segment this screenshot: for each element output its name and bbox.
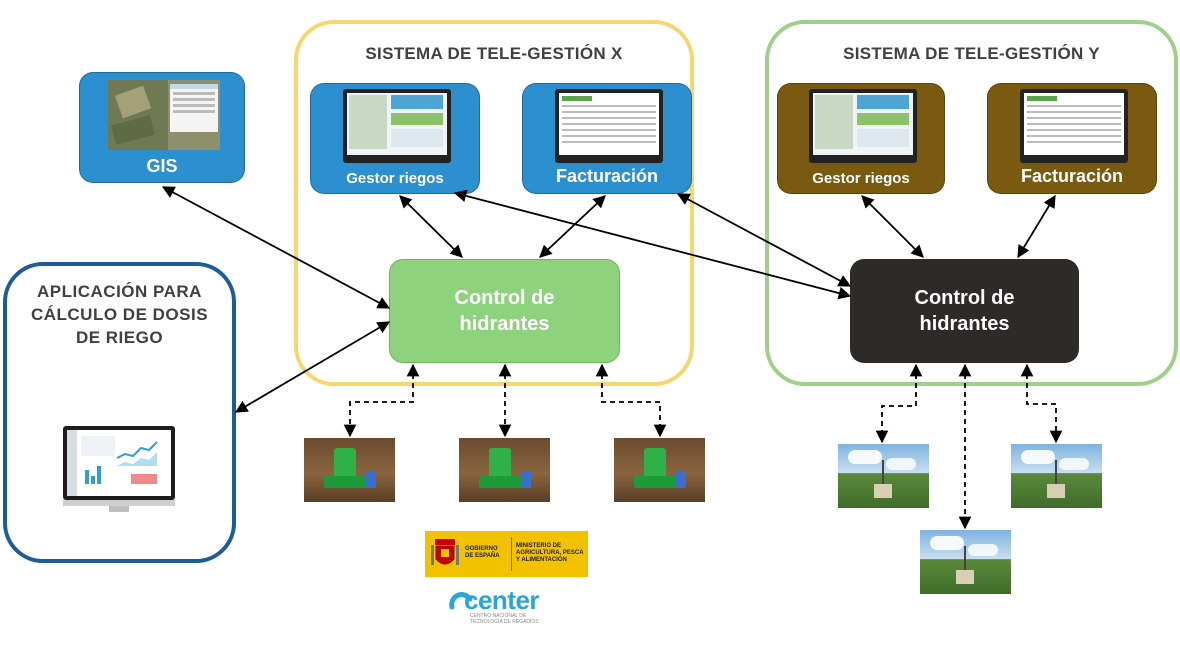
facturacion-x-monitor-icon xyxy=(555,89,663,163)
facturacion-y-monitor-icon xyxy=(1020,89,1128,163)
control-y-line-1: Control de xyxy=(914,287,1015,309)
app-title: APLICACIÓN PARA CÁLCULO DE DOSIS DE RIEG… xyxy=(7,280,232,349)
gestor-riegos-x-label: Gestor riegos xyxy=(346,170,444,187)
facturacion-x-tile: Facturación xyxy=(522,83,692,194)
gestor-riegos-y-label: Gestor riegos xyxy=(812,170,910,187)
gis-tile: GIS xyxy=(79,72,245,183)
app-title-line-1: APLICACIÓN PARA xyxy=(37,282,202,301)
gobierno-logo: GOBIERNO DE ESPAÑA MINISTERIO DE AGRICUL… xyxy=(425,531,588,577)
facturacion-y-label: Facturación xyxy=(1020,166,1124,186)
arrow-facturacion-y-control-y xyxy=(1017,194,1056,259)
arrow-gestor-x-control-y xyxy=(453,189,852,300)
hydrant-photo-x-2 xyxy=(459,438,550,502)
app-box: APLICACIÓN PARA CÁLCULO DE DOSIS DE RIEG… xyxy=(3,262,236,563)
field-station-photo-y-2 xyxy=(1011,444,1102,508)
hydrant-photo-x-3 xyxy=(614,438,705,502)
center-logo: center CENTRO NACIONAL DE TECNOLOGÍA DE … xyxy=(448,585,568,629)
dashed-link-x-1 xyxy=(343,363,420,438)
arrow-gestor-x-control-x xyxy=(399,195,463,258)
gobierno-text: GOBIERNO DE ESPAÑA xyxy=(465,546,500,559)
arrow-facturacion-x-control-x xyxy=(539,195,606,258)
field-station-photo-y-3 xyxy=(920,530,1011,594)
gis-label: GIS xyxy=(146,156,178,176)
ministerio-text: MINISTERIO DE AGRICULTURA, PESCA Y ALIME… xyxy=(516,543,584,563)
arrow-app-control-x xyxy=(234,321,391,413)
gestor-riegos-x-monitor-icon xyxy=(343,89,451,163)
arrow-gestor-y-control-y xyxy=(861,195,924,258)
gestor-riegos-x-tile: Gestor riegos xyxy=(310,83,480,194)
gestor-riegos-y-monitor-icon xyxy=(809,89,917,163)
gis-map-thumbnail xyxy=(108,80,220,150)
arrow-facturacion-x-control-y xyxy=(676,193,852,287)
app-monitor-icon xyxy=(63,426,175,512)
center-logo-icon xyxy=(449,592,473,610)
center-wordmark: center xyxy=(464,585,540,615)
dashed-link-y-3 xyxy=(1020,363,1063,444)
system-y-title: SISTEMA DE TELE-GESTIÓN Y xyxy=(843,44,1100,63)
center-subtitle: CENTRO NACIONAL DE TECNOLOGÍA DE REGADÍO… xyxy=(470,613,539,625)
dashed-link-x-3 xyxy=(595,363,667,438)
facturacion-y-tile: Facturación xyxy=(987,83,1157,194)
hydrant-photo-x-1 xyxy=(304,438,395,502)
facturacion-x-label: Facturación xyxy=(555,166,659,186)
control-y-line-2: hidrantes xyxy=(919,313,1010,335)
dashed-link-y-1 xyxy=(875,363,923,444)
coat-of-arms-icon xyxy=(431,537,459,571)
app-title-line-2: CÁLCULO DE DOSIS xyxy=(30,305,209,324)
app-title-line-3: DE RIEGO xyxy=(75,328,164,347)
arrow-gis-control-x xyxy=(161,186,391,309)
control-x-line-2: hidrantes xyxy=(459,313,550,335)
gestor-riegos-y-tile: Gestor riegos xyxy=(777,83,945,194)
system-x-title: SISTEMA DE TELE-GESTIÓN X xyxy=(365,44,623,63)
field-station-photo-y-1 xyxy=(838,444,929,508)
control-hidrantes-y: Control de hidrantes xyxy=(850,259,1079,363)
